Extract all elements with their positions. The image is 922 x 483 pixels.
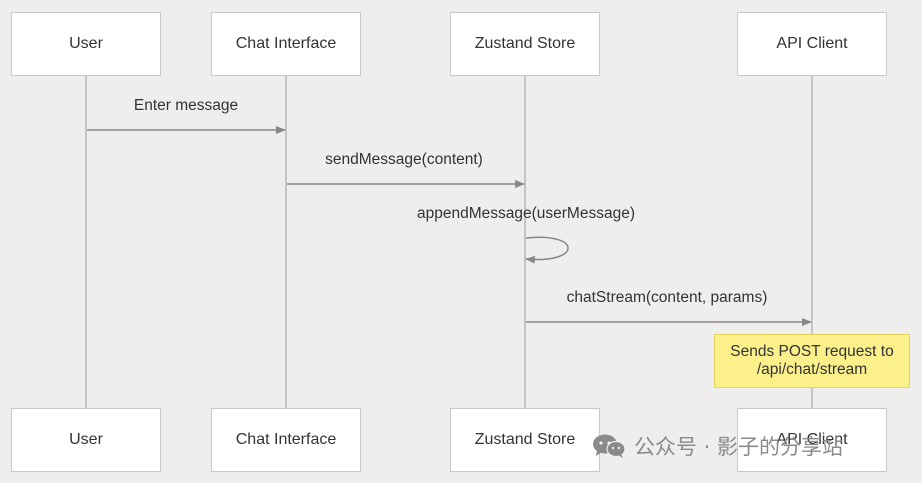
participant-zustand-store-top: Zustand Store <box>450 12 600 76</box>
participant-api-client-top: API Client <box>737 12 887 76</box>
note-line-2: /api/chat/stream <box>756 361 868 378</box>
message-arrow-append-message-self <box>525 236 569 264</box>
participant-label: Chat Interface <box>235 431 337 448</box>
participant-api-client-bottom: API Client <box>737 408 887 472</box>
message-label-send-message: sendMessage(content) <box>325 151 483 168</box>
note-api-client: Sends POST request to /api/chat/stream <box>714 334 910 388</box>
participant-label: Chat Interface <box>235 35 337 52</box>
participant-user-bottom: User <box>11 408 161 472</box>
participant-label: API Client <box>776 35 848 52</box>
message-label-append-message: appendMessage(userMessage) <box>417 205 635 222</box>
participant-chat-interface-top: Chat Interface <box>211 12 361 76</box>
watermark: 公众号 · 影子的分享站 <box>592 430 843 462</box>
note-line-1: Sends POST request to <box>730 343 894 360</box>
participant-label: User <box>69 35 103 52</box>
message-label-enter-message: Enter message <box>133 97 239 114</box>
watermark-text: 公众号 · 影子的分享站 <box>634 435 844 459</box>
participant-label: Zustand Store <box>474 35 576 52</box>
participant-label: API Client <box>776 431 848 448</box>
wechat-icon <box>593 434 626 458</box>
participant-user-top: User <box>11 12 161 76</box>
participant-zustand-store-bottom: Zustand Store <box>450 408 600 472</box>
participant-label: User <box>69 431 103 448</box>
message-label-chat-stream: chatStream(content, params) <box>566 289 768 306</box>
participant-chat-interface-bottom: Chat Interface <box>211 408 361 472</box>
participant-label: Zustand Store <box>474 431 576 448</box>
